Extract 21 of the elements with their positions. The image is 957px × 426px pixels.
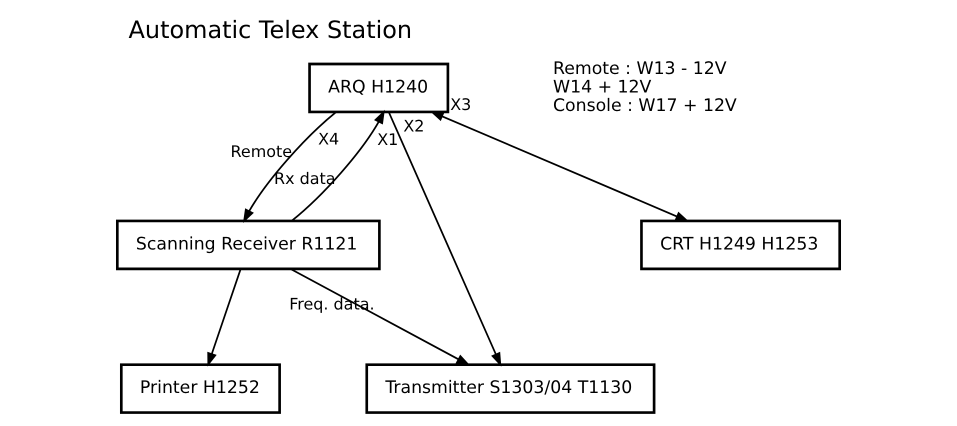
label: W14 + 12V bbox=[552, 77, 652, 98]
label: Remote : W13 - 12V bbox=[552, 58, 727, 79]
node-box: Printer H1252 bbox=[120, 363, 281, 414]
arrow bbox=[388, 112, 502, 367]
arrow bbox=[242, 111, 337, 224]
label: X3 bbox=[450, 95, 472, 114]
arrow bbox=[207, 268, 242, 367]
label: Console : W17 + 12V bbox=[552, 96, 737, 116]
node-box: Transmitter S1303/04 T1130 bbox=[365, 363, 656, 414]
label: X4 bbox=[318, 129, 340, 148]
edge-label: Rx data bbox=[274, 168, 336, 188]
arrow bbox=[290, 268, 470, 366]
diagram-title: Automatic Telex Station bbox=[128, 16, 412, 44]
arrow bbox=[291, 110, 385, 222]
arrow bbox=[430, 111, 690, 222]
node-box: Scanning Receiver R1121 bbox=[116, 220, 381, 270]
label: X2 bbox=[403, 116, 424, 136]
node-box: ARQ H1240 bbox=[308, 62, 450, 114]
node-box: CRT H1249 H1253 bbox=[640, 220, 841, 270]
edge-label: Remote bbox=[230, 142, 292, 162]
label: X1 bbox=[377, 130, 398, 150]
